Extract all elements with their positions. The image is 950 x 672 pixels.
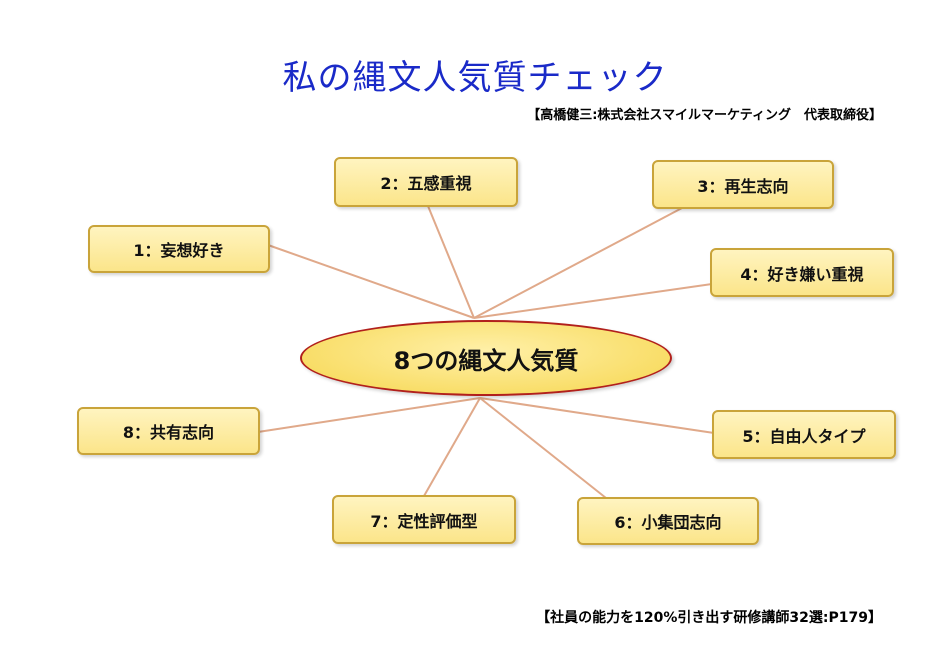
page-title: 私の縄文人気質チェック: [282, 58, 668, 98]
center-topic: 8つの縄文人気質: [300, 320, 672, 396]
connector-1: [267, 244, 475, 319]
connector-2: [427, 205, 475, 319]
author-credit: 【高橋健三:株式会社スマイルマーケティング 代表取締役】: [527, 108, 882, 123]
node-7-teisei-hyoukagata: 7：定性評価型: [332, 495, 516, 544]
node-label: 7：定性評価型: [370, 511, 478, 531]
node-label: 3：再生志向: [697, 176, 789, 196]
node-label: 2：五感重視: [380, 174, 472, 193]
connector-8: [257, 397, 481, 433]
node-1-mousou-zuki: 1：妄想好き: [88, 225, 270, 273]
node-label: 5：自由人タイプ: [742, 426, 866, 446]
connector-5: [479, 397, 715, 434]
connector-4: [473, 283, 713, 319]
node-6-shoushuudan-shikou: 6：小集団志向: [577, 497, 759, 545]
node-label: 4：好き嫌い重視: [740, 264, 864, 284]
center-label: 8つの縄文人気質: [393, 346, 579, 375]
node-label: 1：妄想好き: [133, 241, 225, 260]
node-5-jiyuujin-type: 5：自由人タイプ: [712, 410, 896, 459]
node-2-gokan-juushi: 2：五感重視: [334, 157, 518, 207]
source-citation: 【社員の能力を120%引き出す研修講師32選:P179】: [536, 610, 882, 626]
node-4-sukikirai-juushi: 4：好き嫌い重視: [710, 248, 894, 297]
connector-3: [473, 207, 683, 319]
node-label: 8：共有志向: [122, 423, 215, 442]
connector-7: [423, 397, 481, 497]
connector-6: [479, 397, 607, 499]
node-label: 6：小集団志向: [614, 513, 722, 532]
node-3-saisei-shikou: 3：再生志向: [652, 160, 834, 209]
node-8-kyouyuu-shikou: 8：共有志向: [77, 407, 260, 455]
